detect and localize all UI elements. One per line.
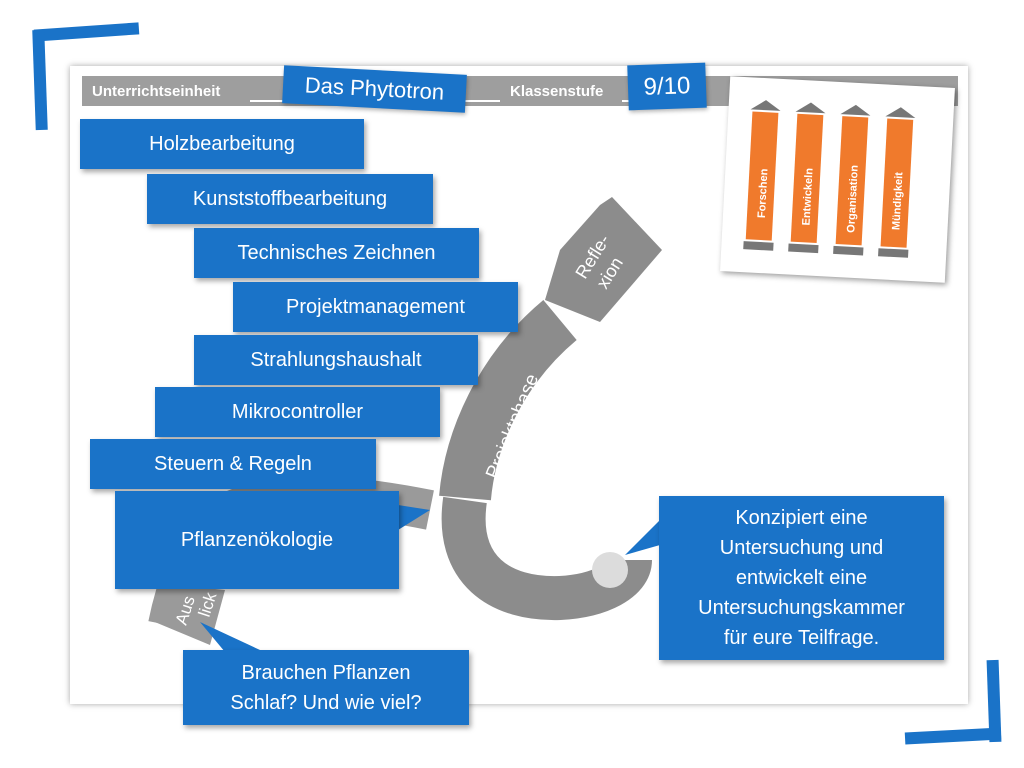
topic-mikrocontroller: Mikrocontroller xyxy=(155,387,440,437)
task-line-1: Konzipiert eine xyxy=(735,507,868,529)
grade-badge: 9/10 xyxy=(627,62,707,111)
topic-kunststoffbearbeitung: Kunststoffbearbeitung xyxy=(147,174,433,224)
reflection-arrow-head xyxy=(545,197,662,322)
topic-technisches-zeichnen: Technisches Zeichnen xyxy=(194,228,479,278)
topic-strahlungshaushalt: Strahlungshaushalt xyxy=(194,335,478,385)
topic-holzbearbeitung: Holzbearbeitung xyxy=(80,119,364,169)
topic-pflanzenoekologie: Pflanzenökologie xyxy=(115,491,399,589)
arrow-shaft xyxy=(439,300,578,501)
question-line-2: Schlaf? Und wie viel? xyxy=(230,691,422,714)
pillar-label-muendigkeit: Mündigkeit xyxy=(890,172,905,231)
pillar-forschen: Forschen xyxy=(743,100,781,251)
pillars-graphic: Forschen Entwickeln Organisation Mündigk… xyxy=(743,100,916,258)
pillar-muendigkeit: Mündigkeit xyxy=(878,107,916,258)
pillar-organisation: Organisation xyxy=(833,104,871,256)
unit-label: Unterrichtseinheit xyxy=(92,83,221,100)
topic-steuern-regeln: Steuern & Regeln xyxy=(90,439,376,489)
pillar-entwickeln: Entwickeln xyxy=(788,102,826,254)
task-line-2: Untersuchung und xyxy=(719,537,884,559)
grade-label: Klassenstufe xyxy=(510,83,604,100)
task-line-3: entwickelt eine xyxy=(735,567,868,589)
pillar-label-forschen: Forschen xyxy=(756,168,771,218)
pillar-label-organisation: Organisation xyxy=(845,164,861,233)
question-line-1: Brauchen Pflanzen xyxy=(241,661,411,684)
task-line-5: für eure Teilfrage. xyxy=(723,627,880,649)
task-callout: Konzipiert eine Untersuchung und entwick… xyxy=(659,496,944,660)
pillar-label-entwickeln: Entwickeln xyxy=(801,167,816,225)
topic-projektmanagement: Projektmanagement xyxy=(233,282,518,332)
research-question-callout: Brauchen Pflanzen Schlaf? Und wie viel? xyxy=(183,650,469,725)
task-line-4: Untersuchungskammer xyxy=(698,597,905,619)
loop-node xyxy=(592,552,628,588)
pillars-thumbnail: Forschen Entwickeln Organisation Mündigk… xyxy=(720,76,955,283)
